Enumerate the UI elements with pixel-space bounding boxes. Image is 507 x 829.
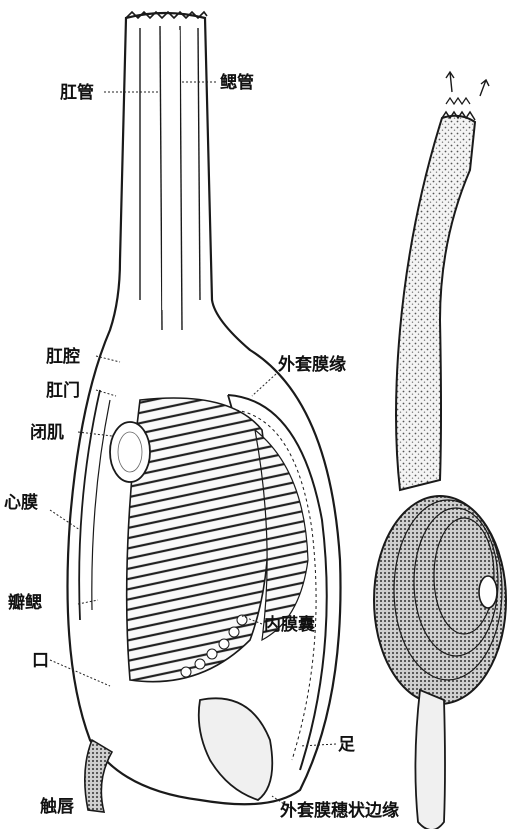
adductor-muscle-shape xyxy=(110,422,150,482)
label-adductor-muscle: 闭肌 xyxy=(30,422,64,443)
label-foot: 足 xyxy=(338,735,355,755)
label-mouth: 口 xyxy=(32,651,49,671)
label-anus: 肛门 xyxy=(46,380,80,401)
external-clam-drawing xyxy=(374,72,506,829)
label-gill-siphon: 鳃管 xyxy=(220,72,254,93)
label-gills: 瓣鳃 xyxy=(8,592,42,613)
dissected-clam-drawing xyxy=(68,12,341,812)
label-labial-palp: 触唇 xyxy=(39,796,75,817)
label-anal-cavity: 肛腔 xyxy=(46,346,80,367)
label-heart-membrane: 心膜 xyxy=(4,492,38,513)
foot-shape xyxy=(199,698,273,800)
label-outer-mantle-margin: 外套膜缘 xyxy=(278,354,346,375)
label-mantle-fringed-edge: 外套膜穗状边缘 xyxy=(280,800,399,821)
label-anal-siphon: 肛管 xyxy=(60,82,94,103)
label-inner-membrane-sac: 内膜囊 xyxy=(264,614,315,635)
